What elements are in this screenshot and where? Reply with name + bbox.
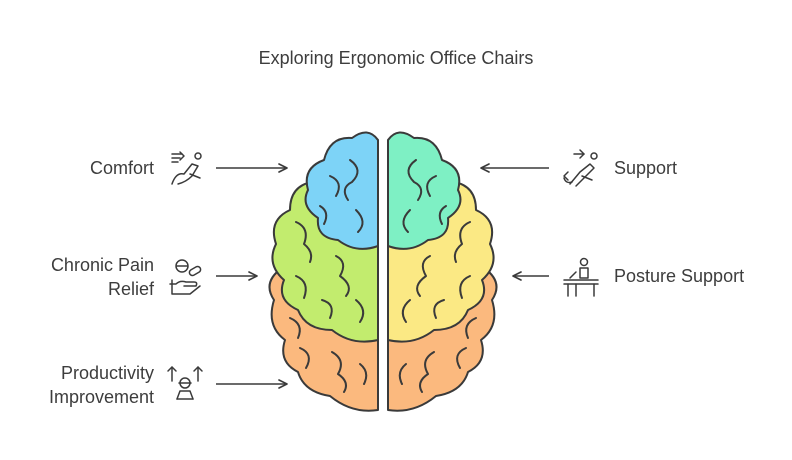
label-productivity-line1: Productivity <box>60 363 154 383</box>
diagram-title: Exploring Ergonomic Office Chairs <box>258 48 534 68</box>
person-at-desk-icon <box>563 257 599 297</box>
label-comfort: Comfort <box>89 158 154 178</box>
label-support: Support <box>614 158 678 178</box>
left-hemisphere <box>268 131 379 412</box>
left-folds <box>289 159 368 393</box>
arrows <box>216 163 549 389</box>
label-productivity-improvement: Productivity Improvement <box>49 361 154 409</box>
label-chronic-pain-line1: Chronic Pain <box>50 255 154 275</box>
right-hemisphere <box>387 131 498 412</box>
label-posture-support: Posture Support <box>614 266 745 286</box>
left-top-lobe <box>304 131 379 250</box>
pills-hand-icon <box>169 259 202 295</box>
right-top-lobe <box>387 131 462 250</box>
label-chronic-pain-line2: Relief <box>107 279 154 299</box>
label-chronic-pain-relief: Chronic Pain Relief <box>51 253 154 301</box>
right-folds <box>398 159 477 393</box>
reclining-chair-icon <box>171 151 202 185</box>
label-productivity-line2: Improvement <box>48 387 154 407</box>
supported-recline-icon <box>563 149 598 187</box>
person-arrows-up-icon <box>167 366 203 400</box>
